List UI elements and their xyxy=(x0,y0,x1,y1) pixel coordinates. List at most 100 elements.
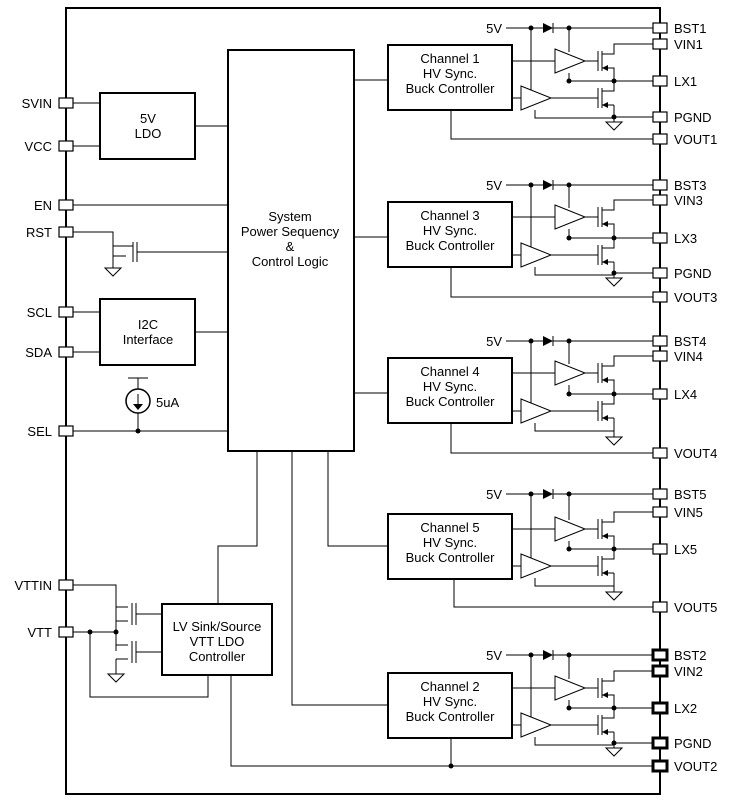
channel-controller-label: Channel 1 xyxy=(420,51,479,66)
supply-label: 5V xyxy=(486,178,502,193)
system-label-line-3: & xyxy=(286,239,295,254)
pin-label-vin2: VIN2 xyxy=(674,664,703,679)
pin-label-vout1: VOUT1 xyxy=(674,132,717,147)
pin-vin3 xyxy=(652,194,668,206)
channel-controller-label: Buck Controller xyxy=(406,238,496,253)
supply-label: 5V xyxy=(486,21,502,36)
pin-label-bst1: BST1 xyxy=(674,21,707,36)
pin-label-vcc: VCC xyxy=(25,139,52,154)
pin-label-bst3: BST3 xyxy=(674,178,707,193)
pin-vcc xyxy=(58,140,74,152)
low-side-driver xyxy=(520,85,553,111)
channel-controller-block xyxy=(387,513,513,580)
low-side-driver xyxy=(520,712,553,738)
system-label-line-2: Power Sequency xyxy=(241,224,340,239)
pin-vin4 xyxy=(652,350,668,362)
pin-svin xyxy=(58,97,74,109)
pin-label-lx1: LX1 xyxy=(674,74,697,89)
high-side-driver xyxy=(554,516,587,542)
pin-pgnd xyxy=(652,111,668,123)
pin-sda xyxy=(58,346,74,358)
vtt-label-line-3: Controller xyxy=(189,649,246,664)
pin-vout4 xyxy=(652,447,668,459)
pin-label-vin1: VIN1 xyxy=(674,37,703,52)
diode-symbol xyxy=(543,180,553,190)
pin-label-vout5: VOUT5 xyxy=(674,600,717,615)
pin-label-sda: SDA xyxy=(25,345,52,360)
channel-controller-label: Channel 4 xyxy=(420,364,479,379)
channel-controller-block xyxy=(387,44,513,111)
ldo-label-line-1: 5V xyxy=(140,111,156,126)
pin-label-vin3: VIN3 xyxy=(674,193,703,208)
system-label-line-4: Control Logic xyxy=(252,254,329,269)
current-source-label: 5uA xyxy=(156,395,179,410)
channel-controller-label: HV Sync. xyxy=(423,694,477,709)
pin-label-vin5: VIN5 xyxy=(674,505,703,520)
pin-lx2 xyxy=(651,701,669,715)
pin-label-vin4: VIN4 xyxy=(674,349,703,364)
pin-label-vout2: VOUT2 xyxy=(674,759,717,774)
diode-symbol xyxy=(543,336,553,346)
pin-label-bst4: BST4 xyxy=(674,334,707,349)
low-side-driver xyxy=(520,553,553,579)
vtt-label-line-1: LV Sink/Source xyxy=(173,619,262,634)
ldo-label-line-2: LDO xyxy=(135,126,162,141)
pin-scl xyxy=(58,306,74,318)
channel-controller-label: Buck Controller xyxy=(406,709,496,724)
pin-lx5 xyxy=(652,543,668,555)
pin-label-pgnd: PGND xyxy=(674,110,712,125)
supply-label: 5V xyxy=(486,648,502,663)
pin-label-lx4: LX4 xyxy=(674,387,697,402)
pin-label-sel: SEL xyxy=(27,424,52,439)
pin-vin2 xyxy=(651,664,669,678)
pin-label-pgnd: PGND xyxy=(674,736,712,751)
i2c-block xyxy=(99,298,196,366)
pin-vtt xyxy=(58,626,74,638)
diode-symbol xyxy=(543,489,553,499)
pin-vout3 xyxy=(652,291,668,303)
channel-controller-block xyxy=(387,357,513,424)
low-side-driver xyxy=(520,242,553,268)
pin-vin1 xyxy=(652,38,668,50)
high-side-driver xyxy=(554,48,587,74)
channel-controller-label: HV Sync. xyxy=(423,66,477,81)
pin-vout2 xyxy=(651,759,669,773)
pin-label-scl: SCL xyxy=(27,305,52,320)
channel-controller-label: HV Sync. xyxy=(423,535,477,550)
chip-outline xyxy=(65,7,661,795)
pin-en xyxy=(58,199,74,211)
pin-label-bst2: BST2 xyxy=(674,648,707,663)
i2c-label-line-2: Interface xyxy=(123,332,174,347)
channel-controller-block xyxy=(387,201,513,268)
pin-sel xyxy=(58,425,74,437)
channel-controller-label: Buck Controller xyxy=(406,394,496,409)
channel-controller-label: HV Sync. xyxy=(423,379,477,394)
pin-pgnd xyxy=(651,736,669,750)
channel-controller-label: Channel 3 xyxy=(420,208,479,223)
pin-vin5 xyxy=(652,506,668,518)
system-label-line-1: System xyxy=(268,209,311,224)
vtt-label-line-2: VTT LDO xyxy=(190,634,245,649)
system-block xyxy=(227,49,355,452)
channel-controller-block xyxy=(387,672,513,739)
pin-bst3 xyxy=(652,179,668,191)
high-side-driver xyxy=(554,675,587,701)
high-side-driver xyxy=(554,204,587,230)
pin-label-svin: SVIN xyxy=(22,96,52,111)
pin-label-en: EN xyxy=(34,198,52,213)
pin-label-vout4: VOUT4 xyxy=(674,446,717,461)
diode-symbol xyxy=(543,23,553,33)
ldo-block xyxy=(99,92,196,160)
pin-bst1 xyxy=(652,22,668,34)
pin-label-pgnd: PGND xyxy=(674,266,712,281)
pin-bst2 xyxy=(651,648,669,662)
pin-vout5 xyxy=(652,601,668,613)
pin-label-bst5: BST5 xyxy=(674,487,707,502)
pin-bst4 xyxy=(652,335,668,347)
